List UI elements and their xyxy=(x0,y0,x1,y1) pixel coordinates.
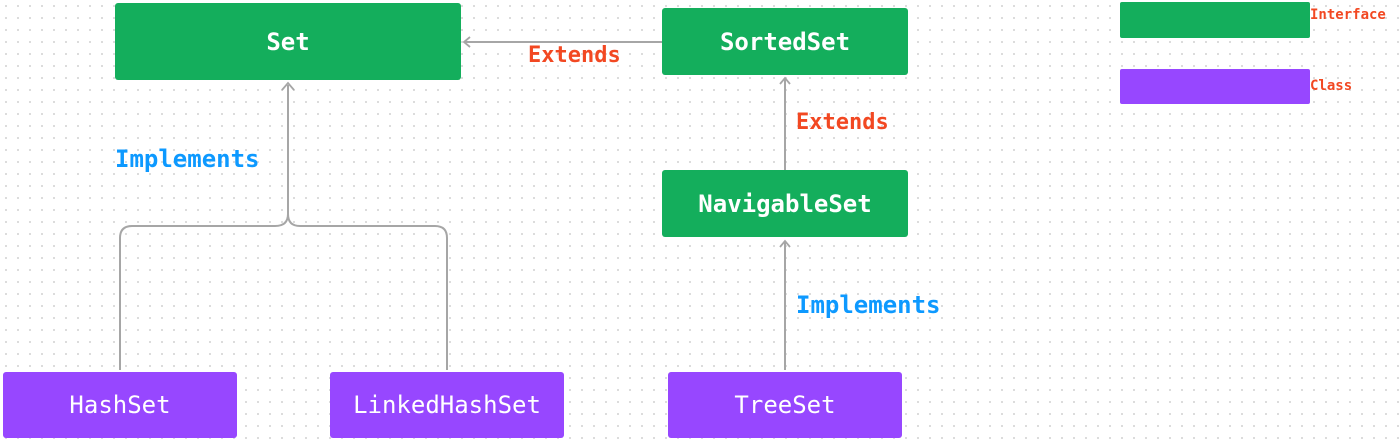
extends-label-sortedset-set: Extends xyxy=(528,43,621,68)
linkedhashset-class-box: LinkedHashSet xyxy=(330,372,564,438)
legend-interface-label: Interface xyxy=(1310,7,1386,23)
implements-label-hashsets-set: Implements xyxy=(115,145,260,173)
legend-interface-swatch xyxy=(1120,2,1310,38)
legend-class-swatch xyxy=(1120,69,1310,104)
treeset-class-box: TreeSet xyxy=(668,372,902,438)
implements-label-treeset-navigableset: Implements xyxy=(796,291,941,319)
hashset-class-box: HashSet xyxy=(3,372,237,438)
set-interface-box: Set xyxy=(115,3,461,80)
set-arrowhead xyxy=(281,81,295,91)
legend-class-label: Class xyxy=(1310,78,1353,94)
navigableset-interface-box: NavigableSet xyxy=(662,170,908,237)
hashsets-to-set-connector xyxy=(119,85,448,370)
extends-label-navigableset-sortedset: Extends xyxy=(796,110,889,135)
sortedset-interface-box: SortedSet xyxy=(662,8,908,75)
